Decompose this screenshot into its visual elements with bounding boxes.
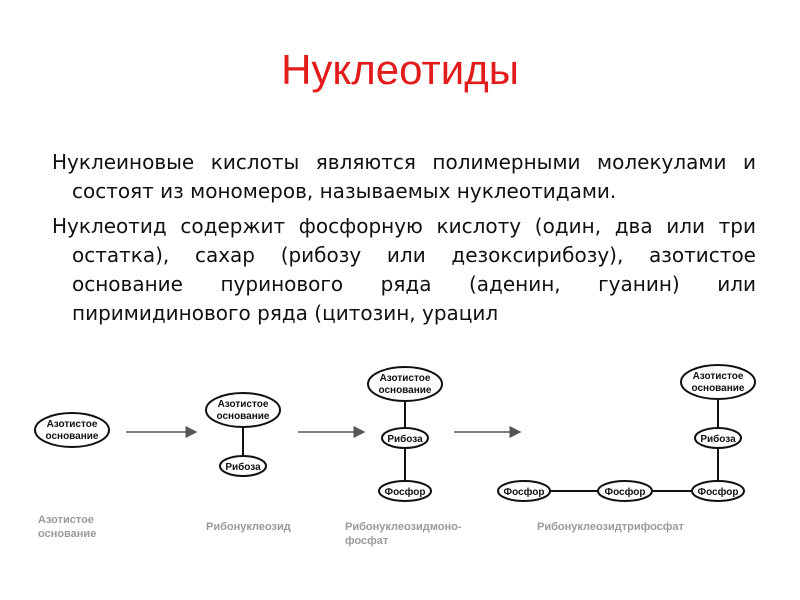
base-node-label-1: Азотистое [47, 419, 98, 430]
tri-phosphate-label-3: Фосфор [698, 486, 739, 498]
nucleoside-base-label-1: Азотистое [218, 399, 269, 410]
caption-base-1: Азотистое [38, 514, 94, 526]
tri-phosphate-label-1: Фосфор [504, 486, 545, 498]
base-node-label-2: основание [45, 431, 98, 442]
tri-base-label-1: Азотистое [693, 371, 744, 382]
paragraph-nucleotide: Нуклеотид содержит фосфорную кислоту (од… [52, 214, 756, 325]
mono-ribose-label: Рибоза [387, 433, 423, 445]
tri-base-label-2: основание [691, 383, 744, 394]
stage-triphosphate: Азотистое основание Рибоза Фосфор Фосфор… [497, 364, 756, 502]
stage-nucleoside: Азотистое основание Рибоза [205, 392, 281, 477]
tri-phosphate-label-2: Фосфор [605, 486, 646, 498]
mono-phosphate-label: Фосфор [385, 486, 426, 498]
slide-body-text: Нуклеиновые кислоты являются полимерными… [52, 148, 756, 370]
mono-phosphate-node [378, 480, 432, 502]
nucleotide-diagram: Азотистое основание Азотистое основание … [34, 364, 756, 547]
stage-monophosphate: Азотистое основание Рибоза Фосфор [367, 366, 443, 502]
caption-monophosphate-1: Рибонуклеозидмоно- [345, 521, 462, 533]
mono-base-label-2: основание [378, 385, 431, 396]
stage-base: Азотистое основание [34, 412, 110, 448]
caption-nucleoside: Рибонуклеозид [206, 521, 291, 533]
base-node [34, 412, 110, 448]
tri-ribose-label: Рибоза [700, 433, 736, 445]
nucleoside-base-label-2: основание [216, 411, 269, 422]
nucleoside-ribose-node [219, 455, 267, 477]
paragraph-nucleic-acids: Нуклеиновые кислоты являются полимерными… [52, 150, 756, 203]
slide-title: Нуклеотиды [281, 46, 519, 93]
nucleoside-ribose-label: Рибоза [225, 461, 261, 473]
tri-phosphate-node-1 [497, 480, 551, 502]
caption-triphosphate: Рибонуклеозидтрифосфат [537, 521, 685, 533]
caption-monophosphate-2: фосфат [345, 535, 389, 547]
caption-base-2: основание [38, 528, 96, 540]
tri-phosphate-node-2 [597, 480, 653, 502]
tri-phosphate-node-3 [691, 480, 745, 502]
mono-base-label-1: Азотистое [380, 373, 431, 384]
